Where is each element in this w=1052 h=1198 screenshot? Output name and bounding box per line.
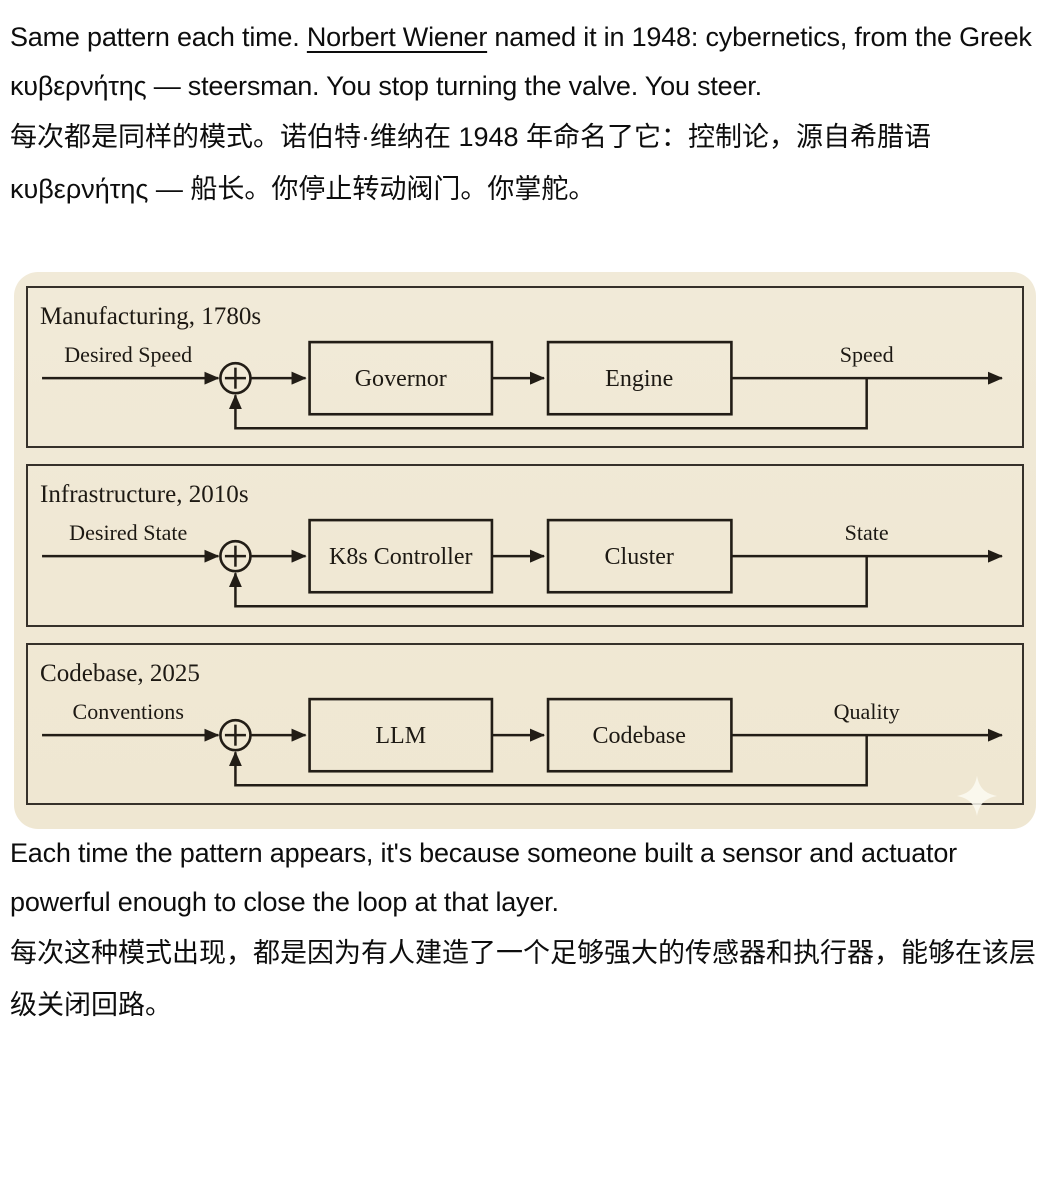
panel-title: Infrastructure, 2010s [40, 481, 249, 508]
intro-text-before-link: Same pattern each time. [10, 22, 307, 52]
norbert-wiener-link[interactable]: Norbert Wiener [306, 22, 488, 52]
plant-label: Engine [605, 366, 673, 392]
output-signal-label: Speed [840, 342, 894, 367]
loop-panel-infrastructure: Infrastructure, 2010s Desired State K8s … [26, 464, 1024, 627]
input-signal-label: Desired State [69, 520, 187, 545]
article-content: Same pattern each time. Norbert Wiener n… [10, 13, 1042, 1020]
panel-title: Manufacturing, 1780s [40, 303, 261, 330]
plant-label: Codebase [593, 723, 686, 749]
output-signal-label: State [845, 520, 889, 545]
input-signal-label: Conventions [73, 699, 184, 724]
plant-label: Cluster [605, 545, 674, 571]
panel-title: Codebase, 2025 [40, 660, 200, 687]
feedback-loop-diagram-codebase: Codebase, 2025 Conventions LLM Codebase … [40, 660, 1003, 787]
loop-panel-manufacturing: Manufacturing, 1780s Desired Speed Gover… [26, 286, 1024, 449]
diagram-card: Manufacturing, 1780s Desired Speed Gover… [14, 272, 1036, 829]
controller-label: K8s Controller [329, 545, 473, 571]
output-signal-label: Quality [834, 699, 900, 724]
controller-label: Governor [355, 366, 447, 392]
feedback-wire [228, 734, 868, 787]
feedback-loop-diagram-manufacturing: Manufacturing, 1780s Desired Speed Gover… [40, 303, 1003, 430]
sparkle-icon [957, 775, 997, 816]
outro-paragraph-zh: 每次这种模式出现，都是因为有人建造了一个足够强大的传感器和执行器，能够在该层级关… [10, 937, 1036, 1020]
feedback-wire [228, 556, 868, 608]
controller-label: LLM [375, 723, 426, 749]
intro-paragraph-zh: 每次都是同样的模式。诺伯特·维纳在 1948 年命名了它：控制论，源自希腊语 κ… [10, 122, 932, 204]
input-signal-label: Desired Speed [64, 342, 192, 367]
loop-panel-codebase: Codebase, 2025 Conventions LLM Codebase … [26, 642, 1024, 805]
feedback-loop-diagram-infrastructure: Infrastructure, 2010s Desired State K8s … [40, 481, 1003, 608]
intro-paragraph-en: Same pattern each time. Norbert Wiener n… [10, 13, 1042, 111]
outro-paragraph-en: Each time the pattern appears, it's beca… [10, 837, 957, 917]
feedback-wire [228, 378, 868, 430]
intro-text-after-link: named it in 1948: cybernetics, from the … [10, 22, 1032, 101]
